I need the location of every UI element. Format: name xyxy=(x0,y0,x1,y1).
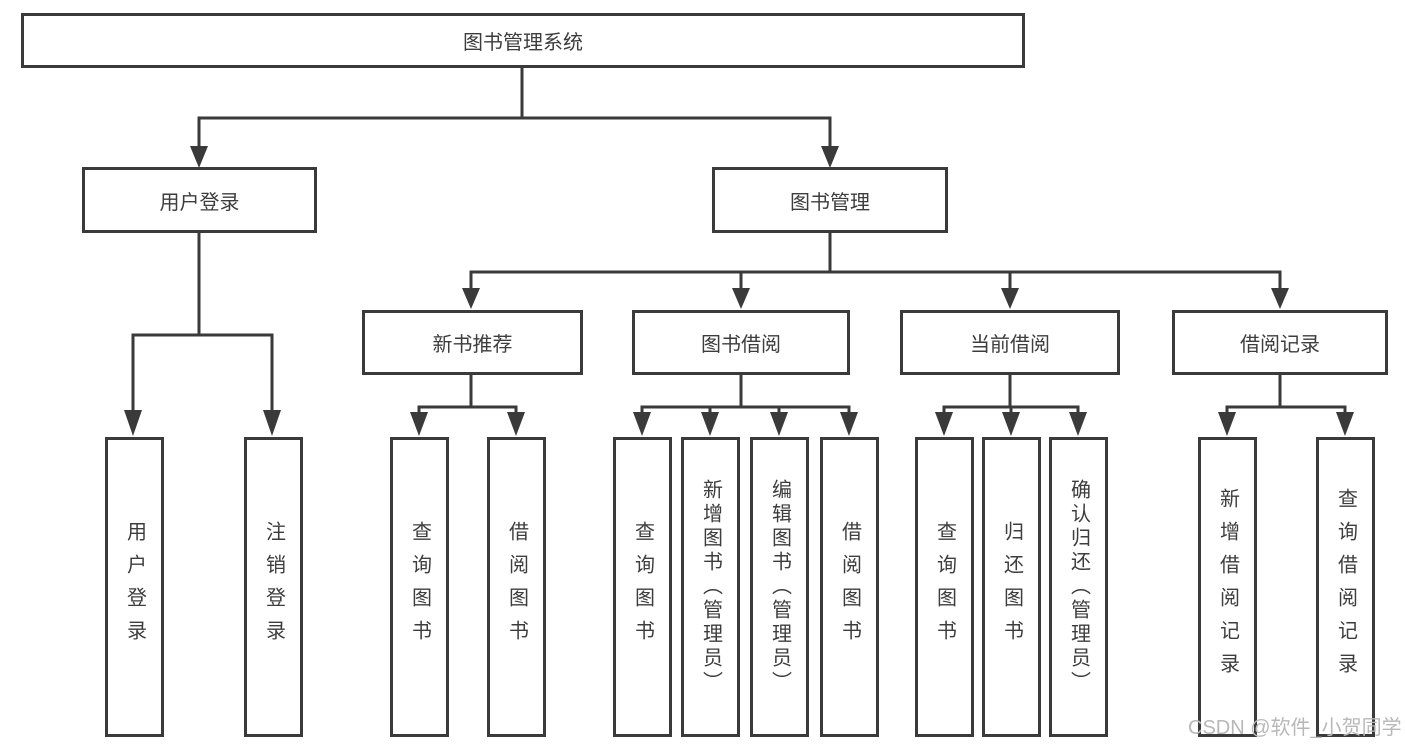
leaf-query-books-recommend: 查询图书 xyxy=(390,437,449,737)
node-label: 新书推荐 xyxy=(432,334,513,356)
leaf-add-borrow-record: 新增借阅记录 xyxy=(1198,437,1257,737)
connector-book-borrowing-split xyxy=(633,373,858,436)
node-book-management: 图书管理 xyxy=(712,167,948,233)
leaf-borrow-books: 借阅图书 xyxy=(820,437,879,737)
connector-book-management-split xyxy=(462,231,1289,309)
node-label: 当前借阅 xyxy=(970,334,1050,356)
node-label: 图书管理系统 xyxy=(463,32,583,54)
node-borrowing-records: 借阅记录 xyxy=(1172,310,1388,375)
node-label: 查询借阅记录 xyxy=(1334,488,1357,686)
leaf-add-books-admin: 新增图书（管理员） xyxy=(681,437,740,737)
node-label: 确认归还（管理员） xyxy=(1067,479,1090,695)
node-label: 注销登录 xyxy=(262,521,285,653)
node-label: 用户登录 xyxy=(159,191,240,214)
connector-user-login-split xyxy=(124,231,281,436)
node-label: 查询图书 xyxy=(408,521,431,653)
leaf-edit-books-admin: 编辑图书（管理员） xyxy=(750,437,809,737)
leaf-query-borrow-record: 查询借阅记录 xyxy=(1316,437,1375,737)
node-current-borrowing: 当前借阅 xyxy=(900,310,1120,375)
connector-new-book-split xyxy=(410,373,525,436)
node-new-book-recommendation: 新书推荐 xyxy=(362,310,583,375)
node-label: 查询图书 xyxy=(631,521,654,653)
connector-root-split xyxy=(190,66,839,168)
node-label: 图书管理 xyxy=(790,191,870,214)
leaf-query-books-current: 查询图书 xyxy=(915,437,974,737)
node-label: 借阅图书 xyxy=(505,521,528,653)
connector-borrowing-records-split xyxy=(1218,373,1354,436)
leaf-borrow-books-recommend: 借阅图书 xyxy=(487,437,546,737)
node-book-borrowing: 图书借阅 xyxy=(632,310,850,375)
leaf-confirm-return-admin: 确认归还（管理员） xyxy=(1049,437,1108,737)
node-label: 编辑图书（管理员） xyxy=(768,479,791,695)
node-label: 用户登录 xyxy=(123,521,146,653)
leaf-user-login: 用户登录 xyxy=(105,437,164,737)
leaf-return-books: 归还图书 xyxy=(982,437,1041,737)
connector-current-borrowing-split xyxy=(935,373,1087,436)
node-label: 归还图书 xyxy=(1000,521,1023,653)
node-label: 查询图书 xyxy=(933,521,956,653)
node-label: 图书借阅 xyxy=(701,334,781,356)
node-label: 新增借阅记录 xyxy=(1216,488,1239,686)
leaf-query-books-borrow: 查询图书 xyxy=(613,437,672,737)
node-root-library-management-system: 图书管理系统 xyxy=(21,13,1025,68)
leaf-logout: 注销登录 xyxy=(244,437,303,737)
node-label: 借阅记录 xyxy=(1240,334,1320,356)
csdn-watermark: CSDN @软件_小贺同学 xyxy=(1188,717,1402,739)
node-label: 新增图书（管理员） xyxy=(699,479,722,695)
node-label: 借阅图书 xyxy=(838,521,861,653)
node-user-login: 用户登录 xyxy=(82,167,317,233)
